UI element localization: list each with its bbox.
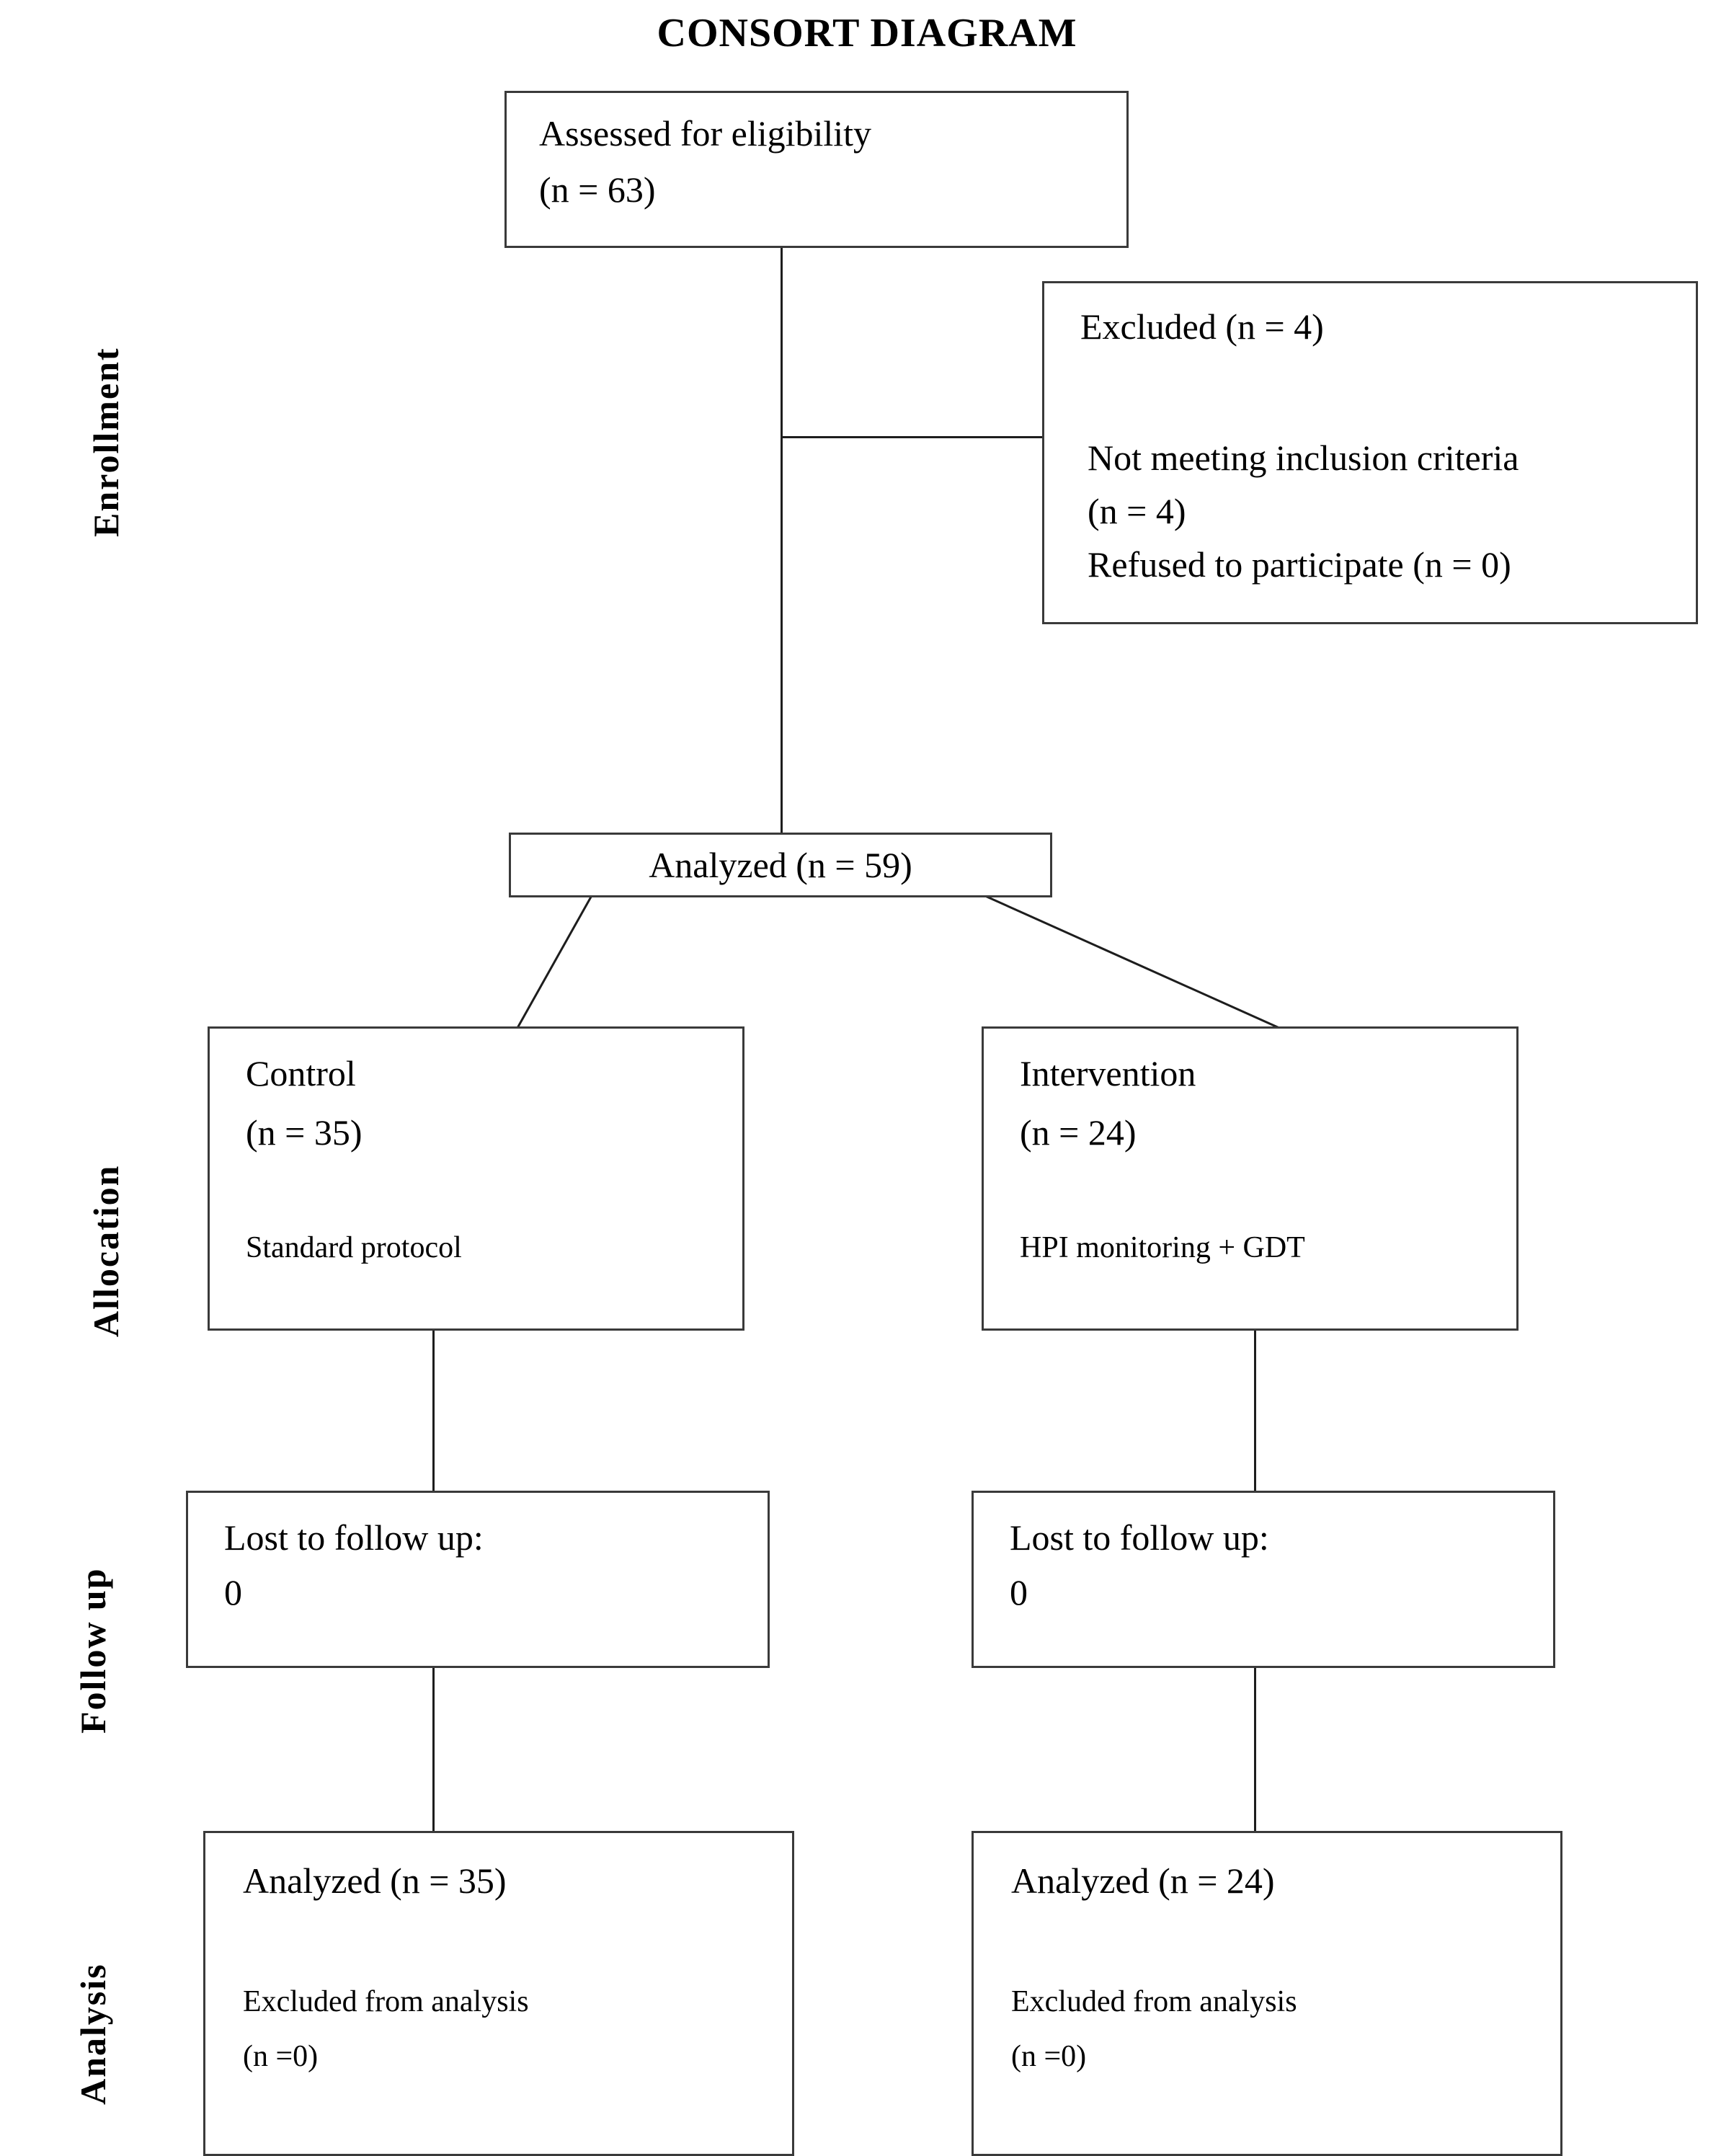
assessed-line-2: (n = 63) [539,169,656,210]
excluded-line-2: Not meeting inclusion criteria [1088,438,1519,478]
analysis-intervention-line-1: Analyzed (n = 24) [1011,1860,1275,1901]
box-analysis-control: Analyzed (n = 35) Excluded from analysis… [203,1831,794,2156]
control-line-2: (n = 35) [246,1112,363,1153]
analyzed-total-line-1: Analyzed (n = 59) [649,845,912,885]
lost-intervention-line-1: Lost to follow up: [1010,1517,1269,1558]
excluded-line-4: Refused to participate (n = 0) [1088,544,1511,585]
assessed-line-1: Assessed for eligibility [539,113,872,154]
box-lost-to-followup-control: Lost to follow up: 0 [186,1491,770,1668]
excluded-line-3: (n = 4) [1088,491,1186,531]
connector-split-to-allocation [516,885,1280,1029]
connector-lost-to-analysis-control [432,1665,435,1832]
excluded-line-1: Excluded (n = 4) [1080,306,1324,347]
intervention-line-2: (n = 24) [1020,1112,1137,1153]
lost-control-line-2: 0 [224,1572,242,1612]
lost-intervention-line-2: 0 [1010,1572,1028,1612]
analysis-intervention-line-2: Excluded from analysis [1011,1985,1297,2018]
analysis-control-line-2: Excluded from analysis [243,1985,529,2018]
box-intervention: Intervention (n = 24) HPI monitoring + G… [982,1026,1519,1331]
intervention-line-3: HPI monitoring + GDT [1020,1231,1305,1264]
intervention-line-1: Intervention [1020,1053,1196,1093]
stage-label-followup: Follow up [73,1567,113,1734]
page-title: CONSORT DIAGRAM [657,11,1077,56]
connector-assessed-to-analyzed [781,246,783,833]
analysis-control-line-1: Analyzed (n = 35) [243,1860,507,1901]
box-assessed-for-eligibility: Assessed for eligibility (n = 63) [504,91,1129,248]
connector-intervention-to-lost [1254,1330,1256,1493]
stage-label-analysis: Analysis [73,1963,113,2105]
analysis-control-line-3: (n =0) [243,2040,319,2073]
connector-lost-to-analysis-intervention [1254,1665,1256,1832]
box-control: Control (n = 35) Standard protocol [208,1026,744,1331]
box-analyzed-total: Analyzed (n = 59) [509,833,1052,897]
box-lost-to-followup-intervention: Lost to follow up: 0 [972,1491,1555,1668]
control-line-1: Control [246,1053,356,1093]
lost-control-line-1: Lost to follow up: [224,1517,484,1558]
control-line-3: Standard protocol [246,1231,462,1264]
analysis-intervention-line-3: (n =0) [1011,2040,1087,2073]
box-excluded: Excluded (n = 4) Not meeting inclusion c… [1042,281,1698,624]
connector-assessed-to-excluded [781,436,1044,438]
stage-label-enrollment: Enrollment [86,347,126,537]
stage-label-allocation: Allocation [86,1164,126,1337]
connector-control-to-lost [432,1330,435,1493]
box-analysis-intervention: Analyzed (n = 24) Excluded from analysis… [972,1831,1562,2156]
